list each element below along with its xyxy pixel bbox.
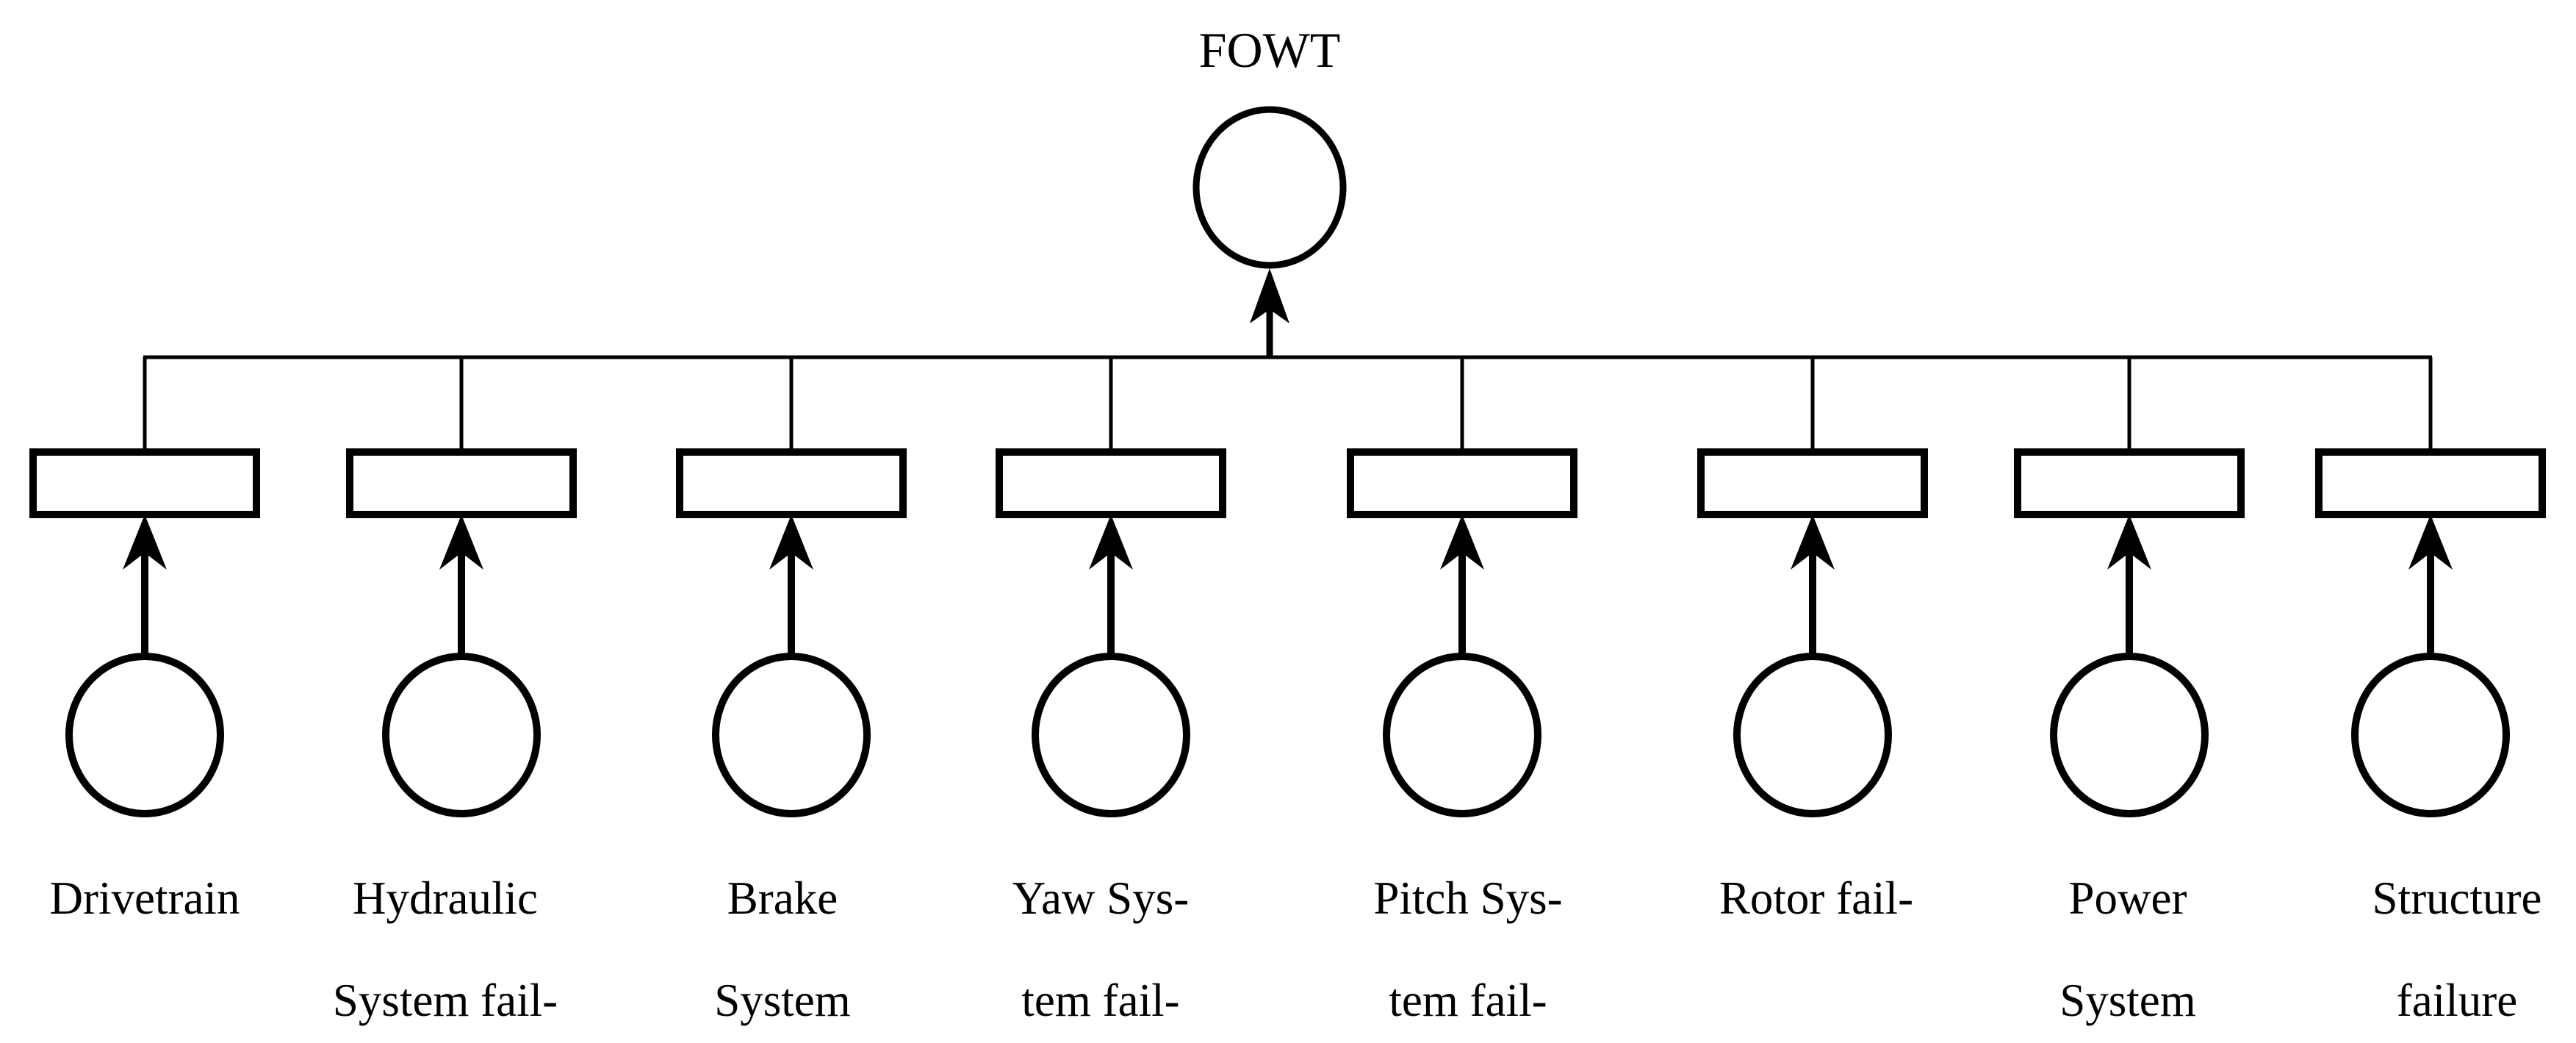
place-circle <box>382 653 541 817</box>
transition-rect <box>346 448 577 518</box>
arrow-head-icon <box>1089 515 1133 570</box>
transition-rect <box>2014 448 2245 518</box>
place-circle <box>2351 653 2510 817</box>
branch-label-line: Power <box>2069 872 2187 924</box>
root-place-circle <box>1192 106 1347 269</box>
place-circle <box>1733 653 1892 817</box>
root-title-label: FOWT <box>1199 22 1341 78</box>
arrow-head-icon <box>769 515 813 570</box>
branch-label-line: tem fail- <box>1389 975 1547 1026</box>
transition-rect <box>2315 448 2546 518</box>
branch-label-line: Brake <box>727 872 838 924</box>
root-arrow-head-icon <box>1250 268 1289 323</box>
transition-rect <box>996 448 1226 518</box>
branch-5: Pitch Sys-tem fail- <box>1347 357 1577 1026</box>
place-circle <box>1032 653 1190 817</box>
branch-label-line: Hydraulic <box>353 872 538 924</box>
transition-rect <box>676 448 907 518</box>
branch-label-line: tem fail- <box>1021 975 1179 1026</box>
place-circle <box>2050 653 2209 817</box>
branch-label-line: Rotor fail- <box>1719 872 1913 924</box>
branch-label-line: Drivetrain <box>50 872 240 924</box>
arrow-head-icon <box>2408 515 2453 570</box>
branch-8: Structure failure <box>2315 357 2546 1026</box>
branch-label-line: Pitch Sys- <box>1373 872 1562 924</box>
branch-6: Rotor fail- <box>1697 357 1928 924</box>
branch-label-line: Structure <box>2372 872 2542 924</box>
branch-label-line: System <box>714 975 851 1026</box>
transition-rect <box>1697 448 1928 518</box>
branch-label-line: System <box>2059 975 2196 1026</box>
arrow-head-icon <box>439 515 483 570</box>
arrow-head-icon <box>2107 515 2151 570</box>
branch-label-line: System fail- <box>333 975 558 1026</box>
branch-label-line: Yaw Sys- <box>1012 872 1189 924</box>
place-circle <box>712 653 871 817</box>
arrow-head-icon <box>1440 515 1484 570</box>
place-circle <box>1383 653 1541 817</box>
transition-rect <box>1347 448 1577 518</box>
transition-rect <box>29 448 260 518</box>
branch-1: Drivetrain <box>29 357 260 924</box>
arrow-head-icon <box>123 515 167 570</box>
place-circle <box>65 653 224 817</box>
branch-4: Yaw Sys-tem fail- <box>996 357 1226 1026</box>
arrow-head-icon <box>1791 515 1835 570</box>
branch-label-line: failure <box>2397 975 2517 1026</box>
